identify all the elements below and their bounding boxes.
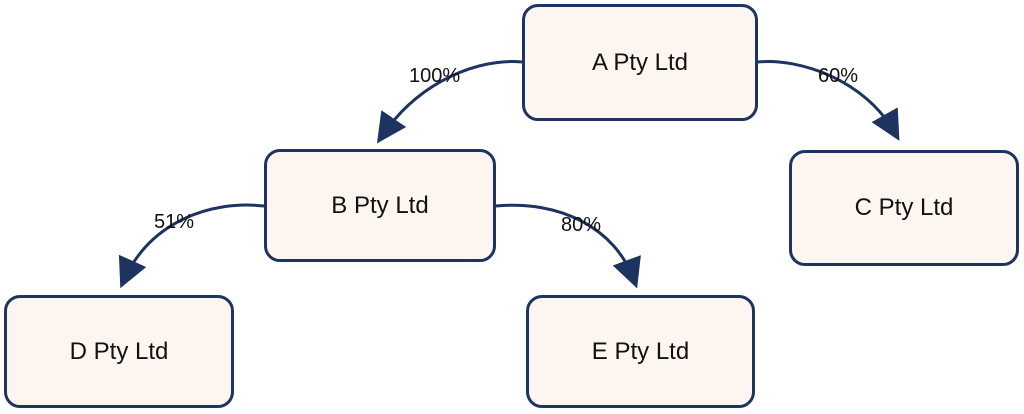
ownership-b-to-e-label: 80% [561,214,602,236]
connector-b-to-e [495,203,641,289]
entity-d-box: D Pty Ltd [4,295,234,408]
entity-c-label: C Pty Ltd [854,194,954,221]
connector-a-to-c [757,60,900,141]
ownership-a-to-c-label: 60% [818,65,859,87]
entity-b-label: B Pty Ltd [331,191,429,219]
connector-a-to-b [376,60,523,144]
connector-b-to-d [118,203,265,289]
entity-e-label: E Pty Ltd [591,337,690,365]
entity-a-box: A Pty Ltd [522,4,758,121]
entity-d-label: D Pty Ltd [69,337,169,365]
entity-a-label: A Pty Ltd [591,48,689,76]
entity-c-box: C Pty Ltd [789,150,1019,266]
entity-e-box: E Pty Ltd [526,295,755,408]
entity-b-box: B Pty Ltd [264,149,496,262]
ownership-a-to-b-label: 100% [409,65,461,87]
ownership-b-to-d-label: 51% [154,211,195,233]
